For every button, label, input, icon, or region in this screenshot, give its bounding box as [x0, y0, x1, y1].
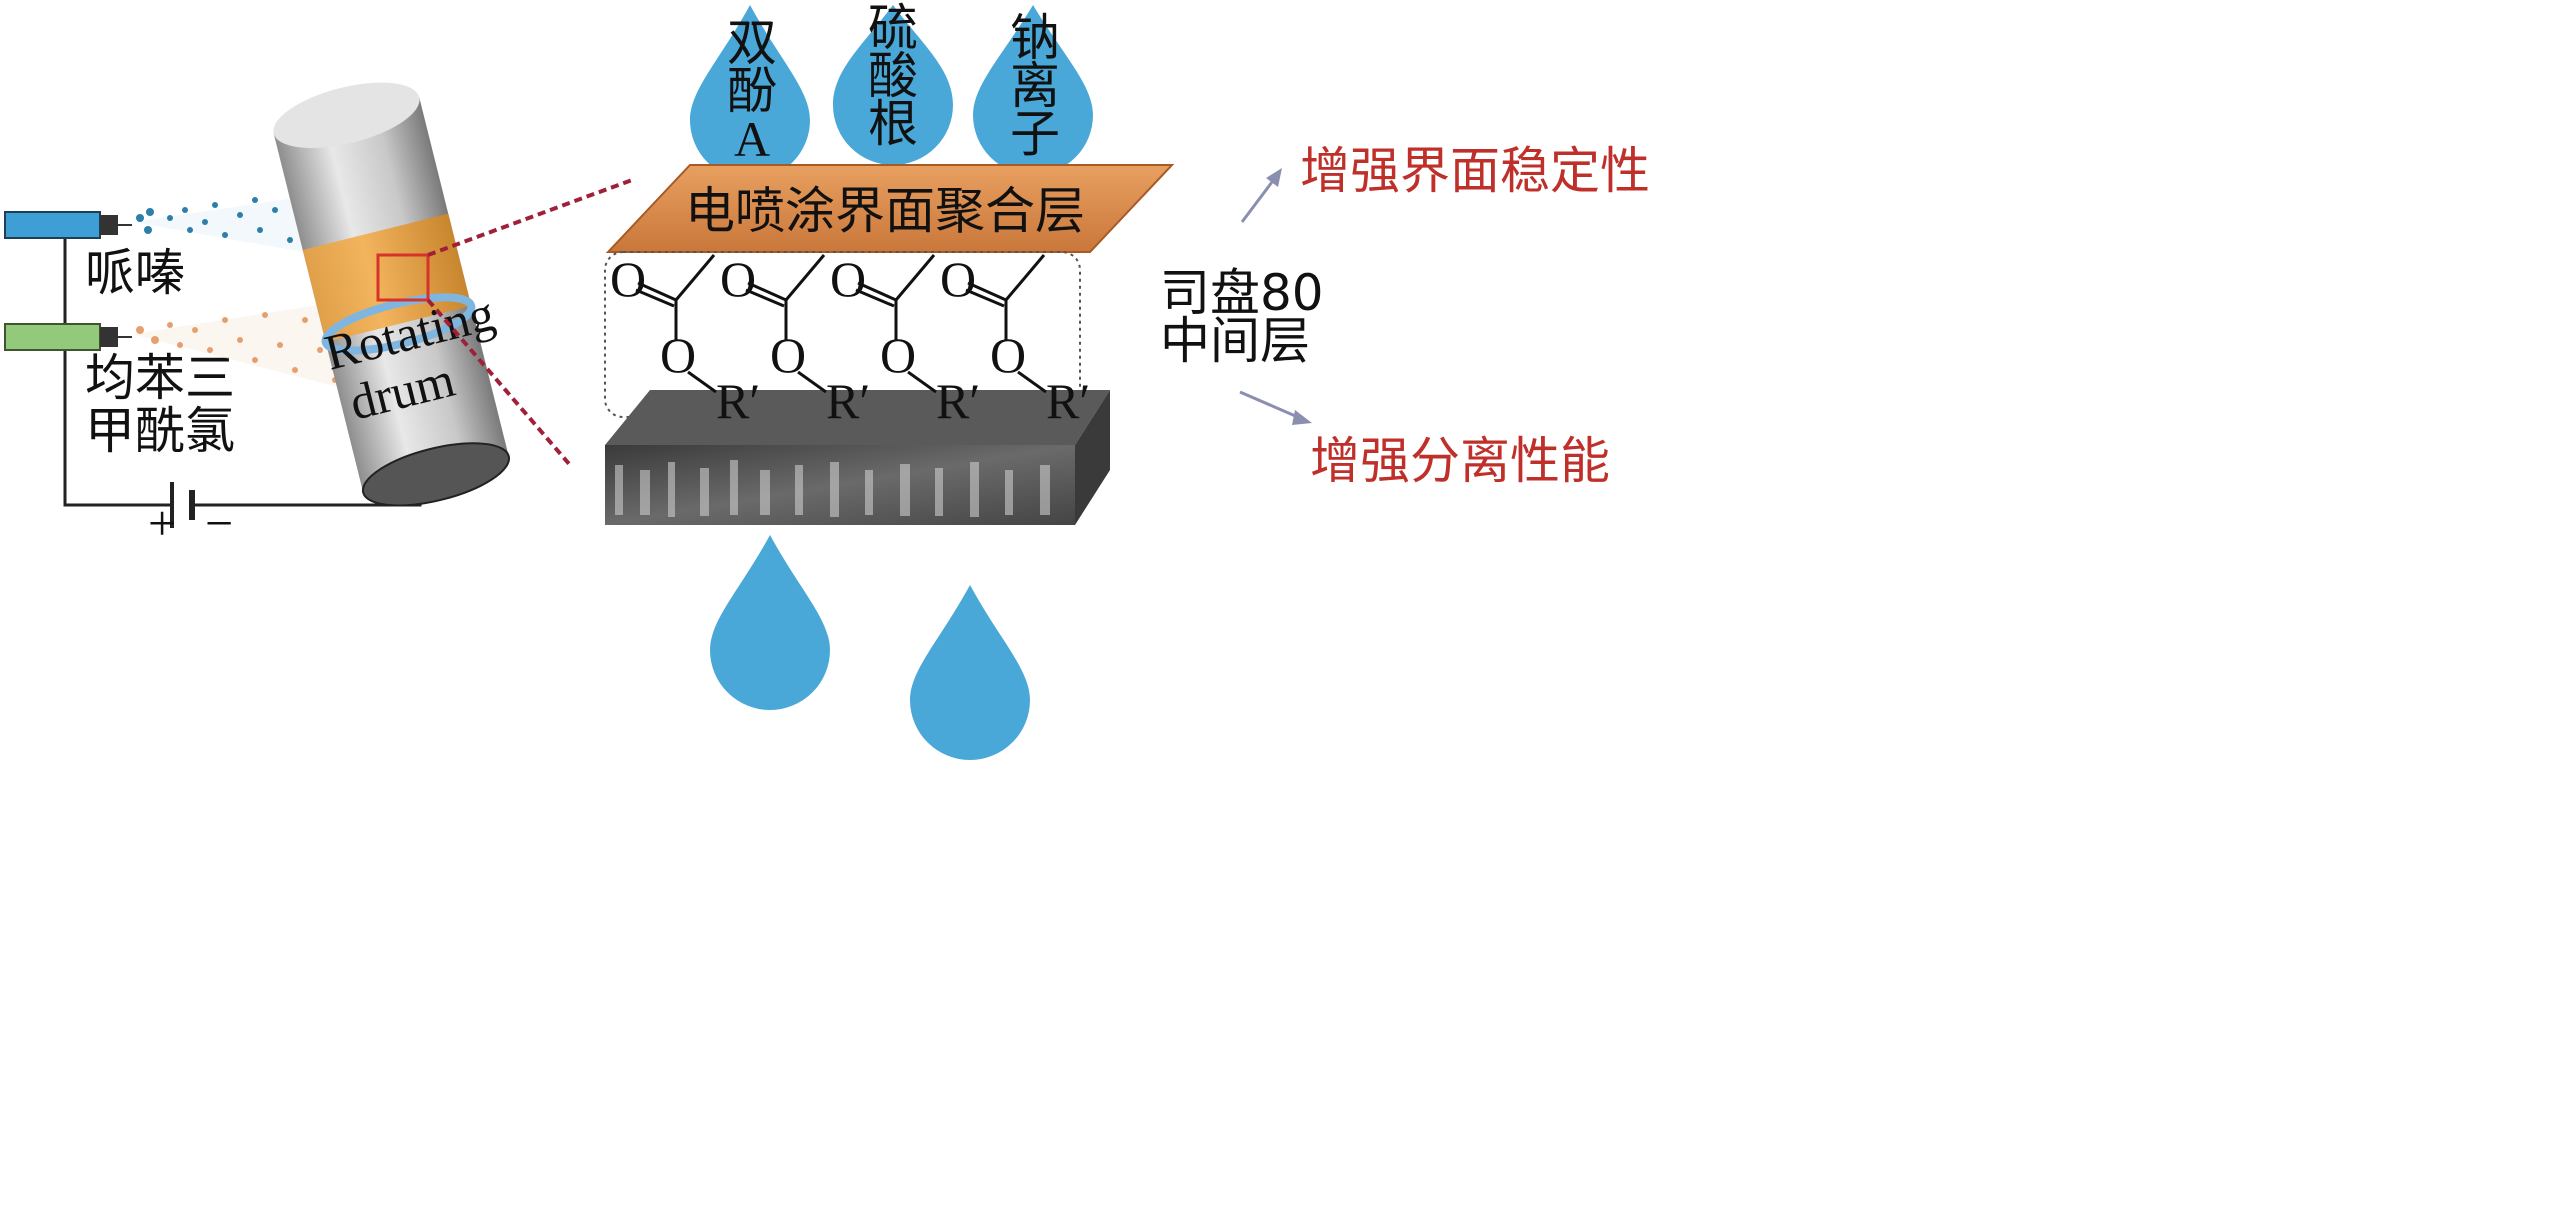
tmc-label-line2: 甲酰氯 — [85, 402, 235, 460]
interlayer-label-line2: 中间层 — [1160, 312, 1310, 370]
bond-line — [784, 254, 826, 301]
r-group-label: R′ — [826, 373, 870, 429]
drop2-text-3: 根 — [868, 95, 918, 153]
bond-line — [855, 288, 895, 308]
drop2-text-2: 酸 — [868, 47, 918, 105]
piperazine-label: 哌嗪 — [85, 244, 185, 302]
drop-sodium-ion — [973, 5, 1093, 175]
interlayer-outline — [604, 251, 1081, 418]
nozzle-tmc — [4, 323, 132, 351]
bond-line — [687, 370, 717, 394]
bond-line — [745, 288, 785, 308]
carbonyl-oxygen: O — [940, 251, 976, 307]
bond-line — [674, 254, 716, 301]
drop-water-1 — [710, 535, 830, 710]
drop-bisphenol-a — [690, 5, 810, 180]
bond-line — [894, 254, 936, 301]
bond-line — [907, 370, 937, 394]
bond-line — [857, 281, 897, 302]
ester-group: OOR′ — [830, 251, 980, 429]
spray-orange — [132, 300, 350, 390]
drop3-text-2: 离 — [1010, 57, 1060, 115]
battery-minus-label: − — [205, 495, 233, 551]
bond-line — [1017, 370, 1047, 394]
ester-group: OOR′ — [610, 251, 760, 429]
effect-separation: 增强分离性能 — [1310, 432, 1610, 490]
ester-oxygen: O — [880, 327, 916, 383]
arrow-down-icon — [1239, 390, 1312, 425]
nozzle-piperazine — [4, 211, 132, 239]
bond-line — [635, 288, 675, 308]
layer-label: 电喷涂界面聚合层 — [685, 182, 1085, 240]
effect-stability: 增强界面稳定性 — [1300, 142, 1650, 200]
tmc-label-line1: 均苯三 — [85, 349, 235, 407]
drop3-text-1: 钠 — [1010, 9, 1060, 67]
drop1-text-3: A — [734, 111, 770, 167]
ester-oxygen: O — [770, 327, 806, 383]
zoom-lines — [426, 178, 633, 467]
ester-group: OO R′ — [940, 251, 1090, 429]
carbonyl-oxygen: O — [610, 251, 646, 307]
arrow-up-icon — [1240, 168, 1282, 223]
porous-membrane — [605, 390, 1110, 525]
drop3-text-3: 子 — [1010, 105, 1060, 163]
rotating-drum — [273, 82, 511, 507]
battery-icon — [170, 482, 195, 528]
battery-plus-label: + — [148, 495, 176, 551]
r-group-label: R′ — [936, 373, 980, 429]
drop1-text-2: 酚 — [727, 62, 777, 120]
carbonyl-oxygen: O — [720, 251, 756, 307]
carbonyl-oxygen: O — [830, 251, 866, 307]
drop2-text-1: 硫 — [868, 0, 918, 57]
drop1-text-1: 双 — [727, 14, 777, 72]
r-group-label: R′ — [716, 373, 760, 429]
drop-water-2 — [910, 585, 1030, 760]
ester-group: OOR′ — [720, 251, 870, 429]
bond-line — [797, 370, 827, 394]
r-group-label: R′ — [1046, 373, 1090, 429]
drop-sulfate — [833, 5, 953, 165]
interlayer-label-line1: 司盘80 — [1160, 264, 1324, 322]
bond-line — [747, 281, 787, 302]
bond-line — [967, 281, 1007, 302]
bond-line — [637, 281, 677, 302]
interfacial-polymer-layer — [605, 164, 1175, 253]
ester-oxygen: O — [660, 327, 696, 383]
bond-line — [1004, 254, 1046, 301]
bond-line — [965, 288, 1005, 308]
ester-oxygen: O — [990, 327, 1026, 383]
zoom-region-box — [376, 253, 430, 302]
